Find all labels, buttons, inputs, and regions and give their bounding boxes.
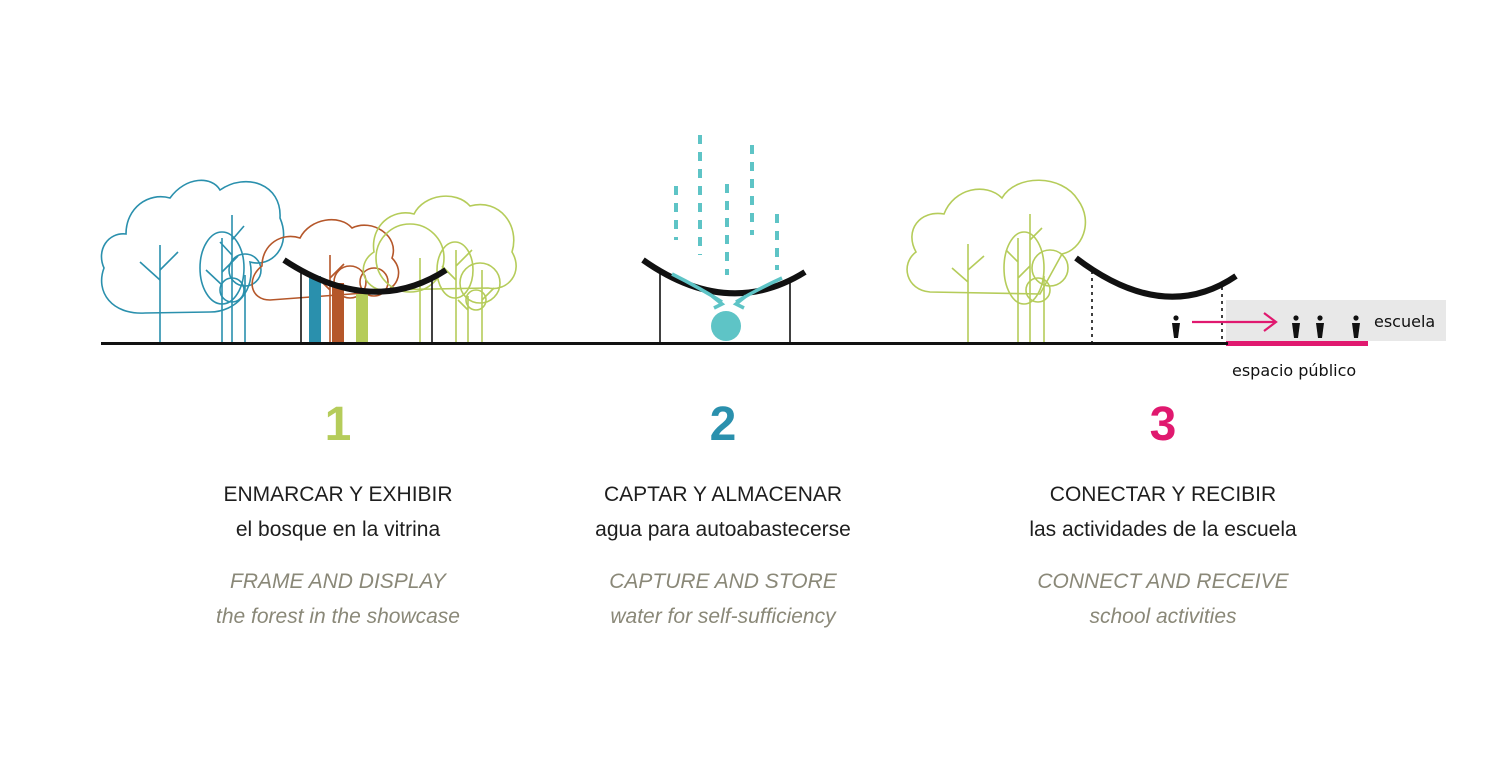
public-space-line [1226,341,1368,346]
color-bar-brown [332,283,344,343]
color-bar-teal [309,276,321,343]
subtitle-es: las actividades de la escuela [1029,518,1297,541]
people-icons [1172,315,1360,338]
title-es: ENMARCAR Y EXHIBIR [223,483,453,506]
step-number: 2 [709,398,737,451]
color-bar-green [356,294,368,343]
public-space-label: espacio público [1232,361,1356,380]
roof-3 [1074,255,1238,300]
rain-drops [674,135,779,275]
arrow-head-icon [1263,312,1278,332]
roof-1 [282,257,448,295]
title-es: CONECTAR Y RECIBIR [1049,483,1277,506]
tree-canopy-green-large [362,195,517,291]
water-tank [711,311,741,341]
school-label: escuela [1374,312,1435,331]
subtitle-en: school activities [1089,605,1237,628]
title-en: FRAME AND DISPLAY [230,570,446,593]
school-band [1226,300,1446,341]
subtitle-es: el bosque en la vitrina [235,518,441,541]
panel-connect-receive: 3 CONECTAR Y RECIBIR las actividades de … [973,395,1353,634]
title-en: CAPTURE AND STORE [609,570,837,593]
person-icon [1292,315,1300,338]
forest-group-1 [100,179,517,343]
panel-frame-display: 1 ENMARCAR Y EXHIBIR el bosque en la vit… [148,395,528,634]
subtitle-en: water for self-sufficiency [610,605,836,628]
subtitle-es: agua para autoabastecerse [595,518,851,541]
panel-capture-store: 2 CAPTAR Y ALMACENAR agua para autoabast… [533,395,913,634]
step-number: 3 [1149,398,1177,451]
person-icon [1352,315,1360,338]
title-es: CAPTAR Y ALMACENAR [603,483,843,506]
roof-2 [641,257,807,297]
water-flow-arrows [671,272,783,310]
connect-arrow [1192,312,1278,332]
subtitle-en: the forest in the showcase [216,605,460,628]
person-icon [1316,315,1324,338]
tree-canopy-green-large [906,179,1087,295]
title-en: CONNECT AND RECEIVE [1037,570,1289,593]
step-number: 1 [324,398,352,451]
forest-group-3 [906,179,1087,343]
person-icon [1172,315,1180,338]
tree-canopy-brown [251,219,400,301]
tree-canopy-teal-large [100,179,285,314]
